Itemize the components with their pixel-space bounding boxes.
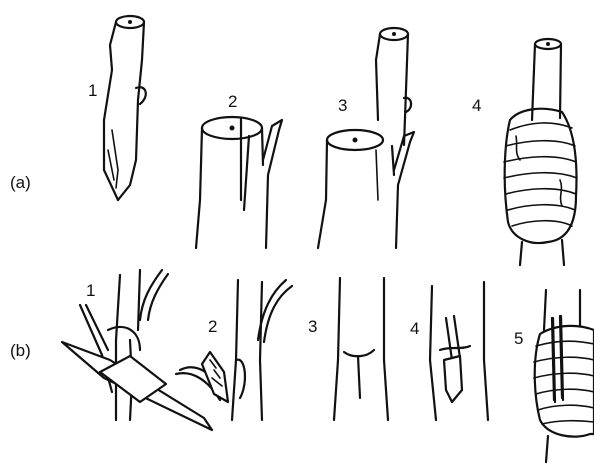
b5-step-number: 5 xyxy=(514,329,523,348)
b5-wrapped-bud: 5 xyxy=(514,290,594,462)
b4-step-number: 4 xyxy=(410,319,419,338)
b4-bud-inserted: 4 xyxy=(410,282,488,420)
a4-wrapped-graft: 4 xyxy=(472,39,577,265)
b2-lifting-bud: 2 xyxy=(176,280,292,420)
a3-scion-inserted: 3 xyxy=(318,28,414,248)
a3-step-number: 3 xyxy=(338,96,347,115)
b2-step-number: 2 xyxy=(208,317,217,336)
b1-cutting-bark: 1 xyxy=(62,270,212,430)
a4-step-number: 4 xyxy=(472,96,481,115)
inserted-bud xyxy=(444,356,462,402)
a1-scion-wedge: 1 xyxy=(88,16,146,200)
row-a: (a) 1 2 3 xyxy=(10,16,577,265)
bud-shield xyxy=(202,352,228,402)
b1-step-number: 1 xyxy=(86,281,95,300)
b3-t-cut: 3 xyxy=(308,278,388,420)
b3-step-number: 3 xyxy=(308,317,317,336)
row-b-label: (b) xyxy=(10,341,31,360)
a2-step-number: 2 xyxy=(228,92,237,111)
a2-split-stock: 2 xyxy=(196,92,282,248)
a1-step-number: 1 xyxy=(88,81,97,100)
row-b: (b) 1 2 xyxy=(10,270,594,462)
row-a-label: (a) xyxy=(10,173,31,192)
